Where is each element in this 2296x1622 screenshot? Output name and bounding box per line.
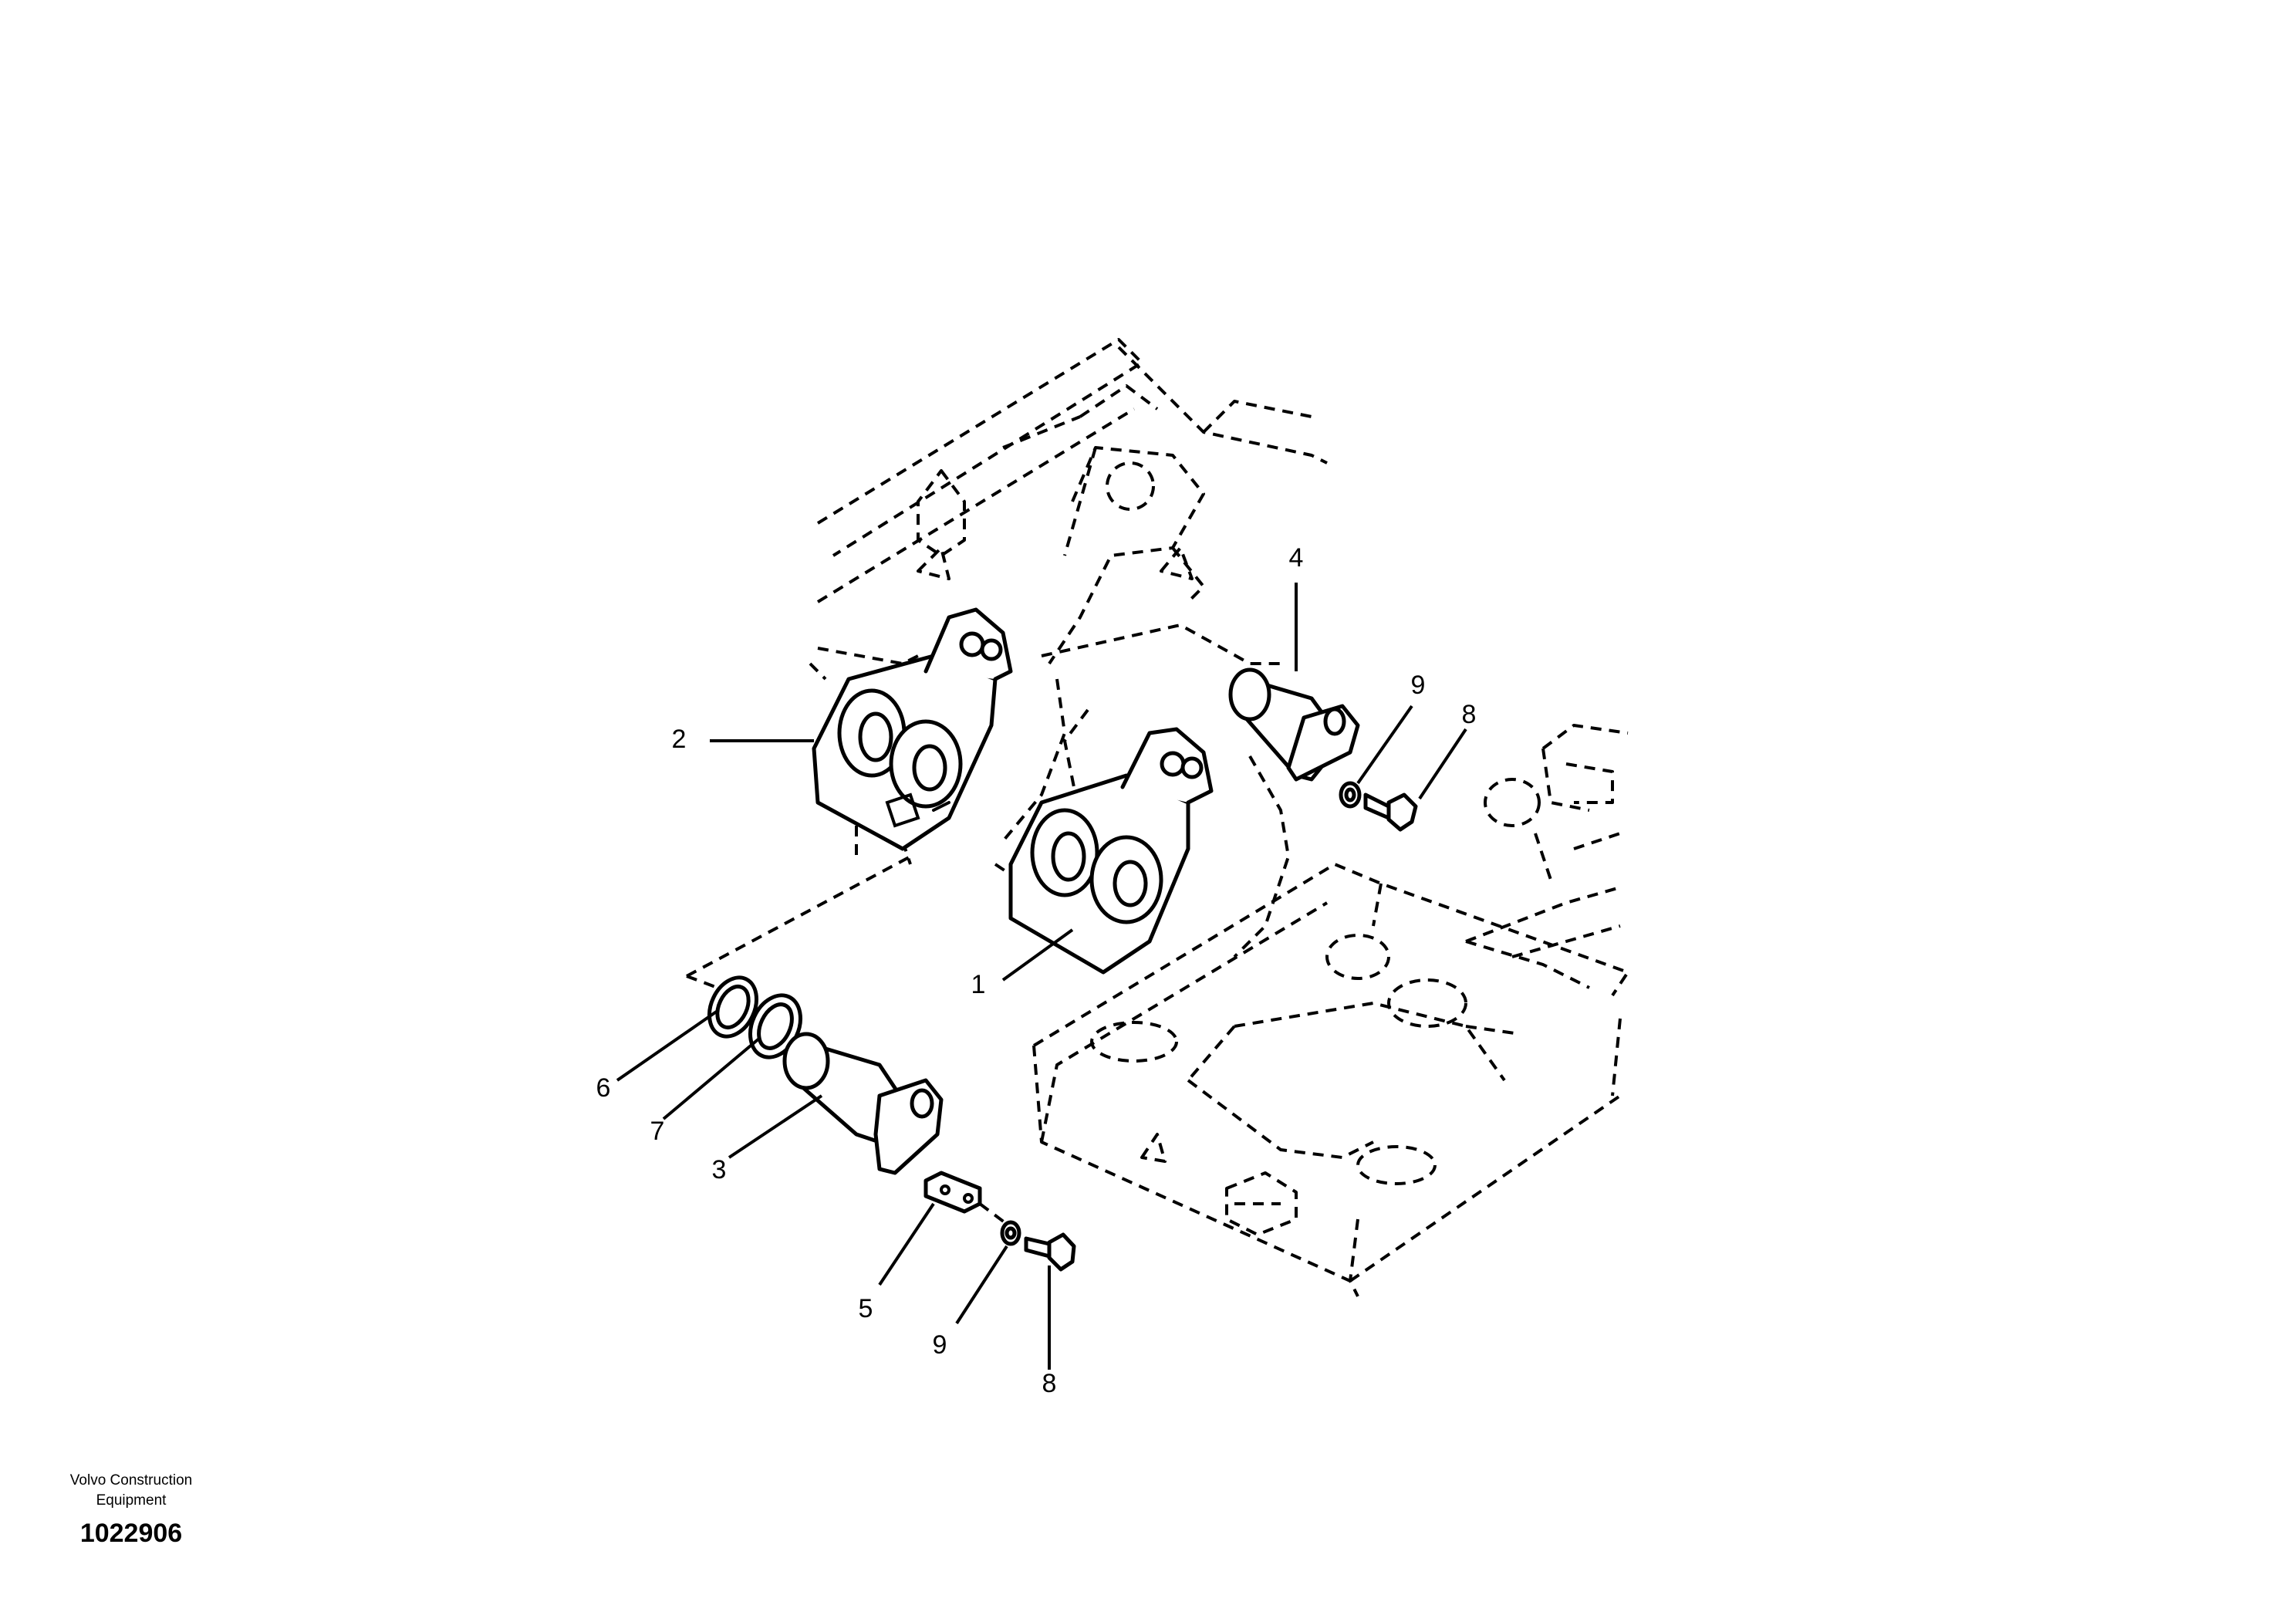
callout-9-bottom: 9 — [933, 1330, 947, 1360]
callout-8-top: 8 — [1462, 700, 1477, 729]
ring-part-7 — [748, 993, 802, 1059]
figure-number: 1022906 — [79, 1519, 183, 1548]
callout-8-bottom: 8 — [1042, 1369, 1057, 1398]
callout-7: 7 — [650, 1117, 665, 1146]
brand-block: Volvo Construction Equipment — [46, 1471, 216, 1511]
bolt-part-8-top — [1363, 792, 1418, 832]
washer-part-9-bottom — [1000, 1220, 1021, 1246]
bolt-part-8-bottom — [1024, 1232, 1076, 1272]
callout-5: 5 — [859, 1294, 873, 1323]
callout-6: 6 — [596, 1073, 611, 1103]
brand-line-2: Equipment — [96, 1492, 167, 1509]
callout-3: 3 — [712, 1155, 727, 1184]
callout-2: 2 — [672, 725, 687, 754]
callout-9-top: 9 — [1411, 671, 1426, 700]
ring-part-6 — [707, 975, 758, 1039]
callout-4: 4 — [1289, 543, 1304, 573]
washer-part-9-top — [1339, 781, 1362, 809]
brand-line-1: Volvo Construction — [69, 1472, 193, 1489]
bracket-part-1 — [1008, 727, 1214, 975]
dashed-frame-structure — [686, 338, 1629, 1297]
pin-part-4 — [1228, 667, 1360, 782]
plate-part-5 — [923, 1171, 1012, 1228]
pin-part-3 — [782, 1032, 944, 1175]
leader-lines — [616, 583, 1467, 1370]
callout-1: 1 — [971, 970, 986, 999]
bracket-part-2 — [812, 607, 1013, 851]
